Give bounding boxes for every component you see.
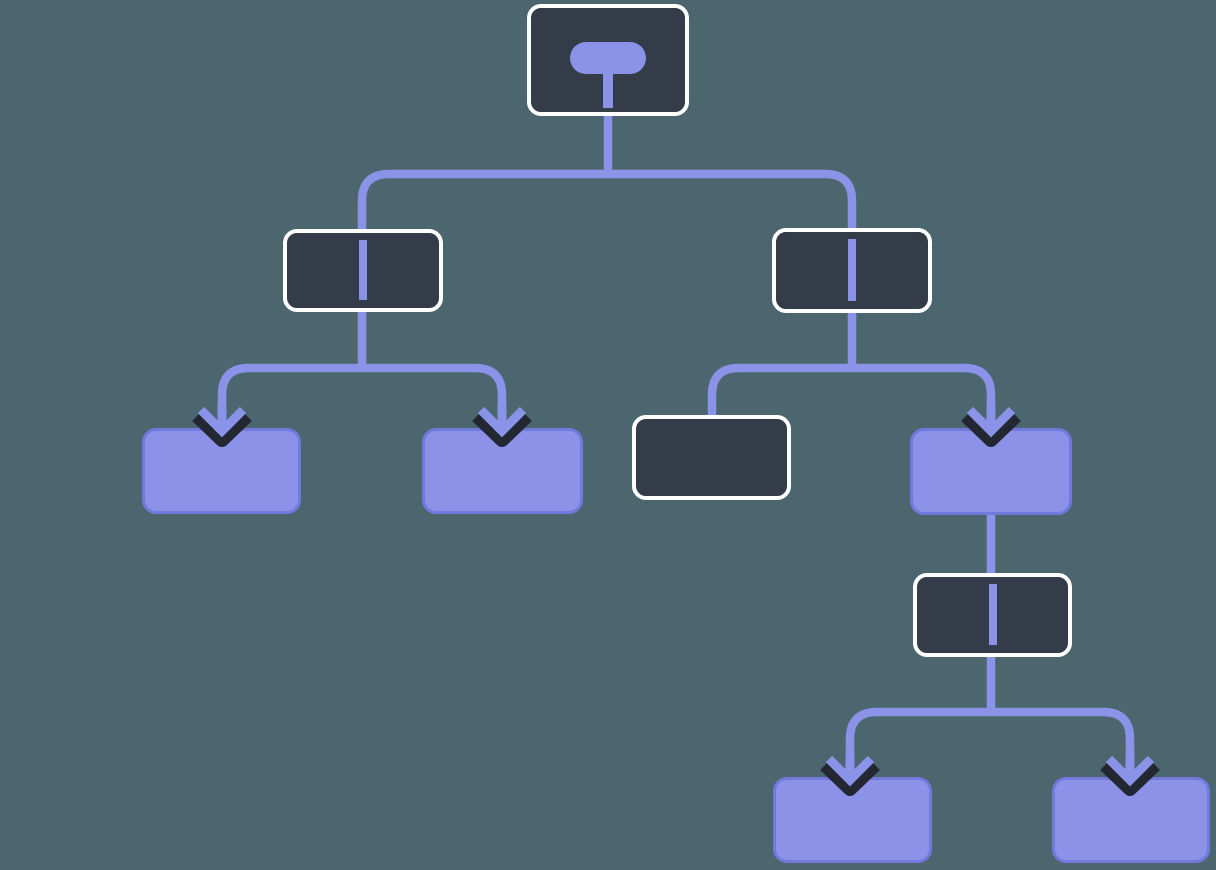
branch-line-icon: [988, 584, 997, 645]
node-branch-bottom[interactable]: [913, 573, 1072, 657]
root-pill-stem: [603, 68, 613, 108]
edge-fork-left: [217, 363, 507, 424]
node-leaf-bottom-1[interactable]: [773, 777, 932, 863]
edge-fork-bottom: [845, 707, 1135, 773]
node-root[interactable]: [527, 4, 689, 116]
branch-line-icon: [848, 239, 856, 301]
node-leaf-left-1[interactable]: [142, 428, 301, 514]
node-branch-left[interactable]: [283, 229, 443, 312]
node-leaf-bottom-2[interactable]: [1052, 777, 1210, 863]
root-pill-icon: [531, 8, 685, 112]
node-branch-right[interactable]: [772, 228, 932, 313]
branch-line-icon: [359, 240, 367, 300]
node-child-right-plain[interactable]: [632, 415, 791, 500]
node-leaf-left-2[interactable]: [422, 428, 583, 514]
edge-fork-top: [357, 169, 857, 230]
node-leaf-right[interactable]: [910, 428, 1072, 515]
